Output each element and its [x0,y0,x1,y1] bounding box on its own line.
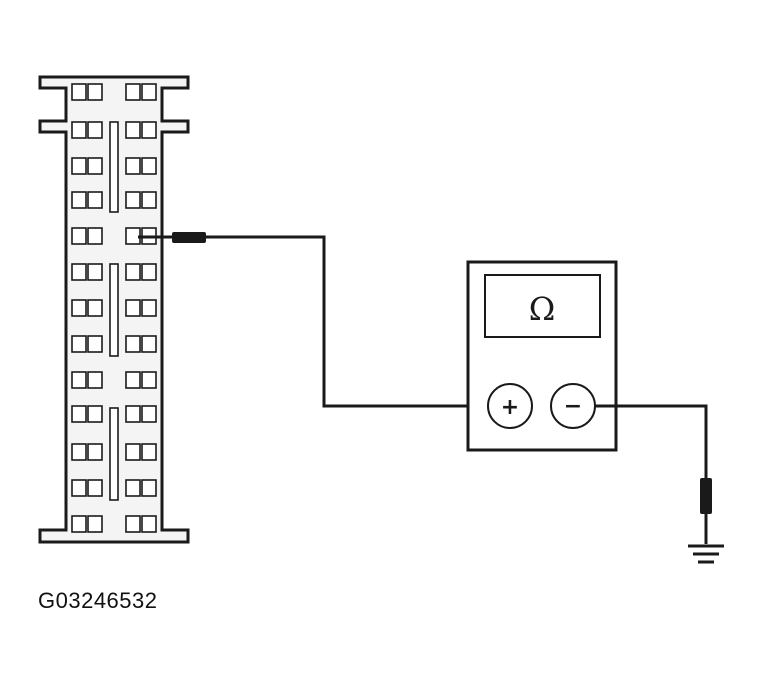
pin-cavity [125,83,141,101]
ohmmeter: Ω + − [466,260,618,452]
test-probe-connector [138,232,206,243]
pin-cavity [125,191,141,209]
pin-cavity [71,515,87,533]
pin-cavity [71,121,87,139]
positive-lead-wire [206,235,490,408]
negative-lead-wire [595,404,708,480]
pin-cavity [125,515,141,533]
pin-cavity [71,191,87,209]
pin-cavity [71,227,87,245]
connector-slot [109,263,119,357]
connector-slots [109,121,119,501]
ohm-symbol: Ω [529,290,556,328]
pin-cavity [125,443,141,461]
pin-cavity [71,157,87,175]
pin-cavity [125,479,141,497]
connector-slot [109,121,119,213]
pin-cavity [87,157,103,175]
pin-cavity [71,405,87,423]
multi-pin-connector [38,75,190,544]
figure-id-label: G03246532 [38,588,158,613]
pin-cavity [71,479,87,497]
pin-cavity [87,191,103,209]
pin-cavity [141,157,157,175]
pin-cavity [125,227,141,245]
pin-cavity [141,405,157,423]
pin-cavity [141,443,157,461]
pin-cavity [141,515,157,533]
positive-terminal [487,383,533,429]
pin-cavity [141,191,157,209]
positive-symbol: + [501,395,519,420]
pin-cavity [141,479,157,497]
connector-pins [71,83,157,533]
pin-cavity [71,83,87,101]
ground-probe-body [700,478,712,514]
pin-cavity [87,299,103,317]
pin-cavity [87,263,103,281]
pin-cavity [125,299,141,317]
pin-cavity [141,83,157,101]
pin-cavity [125,263,141,281]
pin-cavity [71,335,87,353]
pin-cavity [87,479,103,497]
pin-cavity [87,83,103,101]
pin-cavity [87,335,103,353]
pin-cavity [87,405,103,423]
pin-cavity [125,371,141,389]
pin-cavity [141,121,157,139]
pin-cavity [87,227,103,245]
meter-display [484,274,601,338]
pin-cavity [125,335,141,353]
negative-symbol: − [564,394,582,419]
pin-cavity [141,263,157,281]
pin-cavity [71,443,87,461]
ground-symbol [688,544,724,564]
pin-cavity [71,371,87,389]
pin-cavity [71,263,87,281]
pin-cavity [71,299,87,317]
pin-cavity [141,371,157,389]
probe-body [172,232,206,243]
pin-cavity [125,405,141,423]
pin-cavity [87,371,103,389]
pin-cavity [125,121,141,139]
pin-cavity [125,157,141,175]
pin-cavity [87,121,103,139]
test-probe-ground [700,478,712,544]
pin-cavity [141,335,157,353]
pin-cavity [87,443,103,461]
pin-cavity [141,299,157,317]
connector-slot [109,407,119,501]
pin-cavity [87,515,103,533]
